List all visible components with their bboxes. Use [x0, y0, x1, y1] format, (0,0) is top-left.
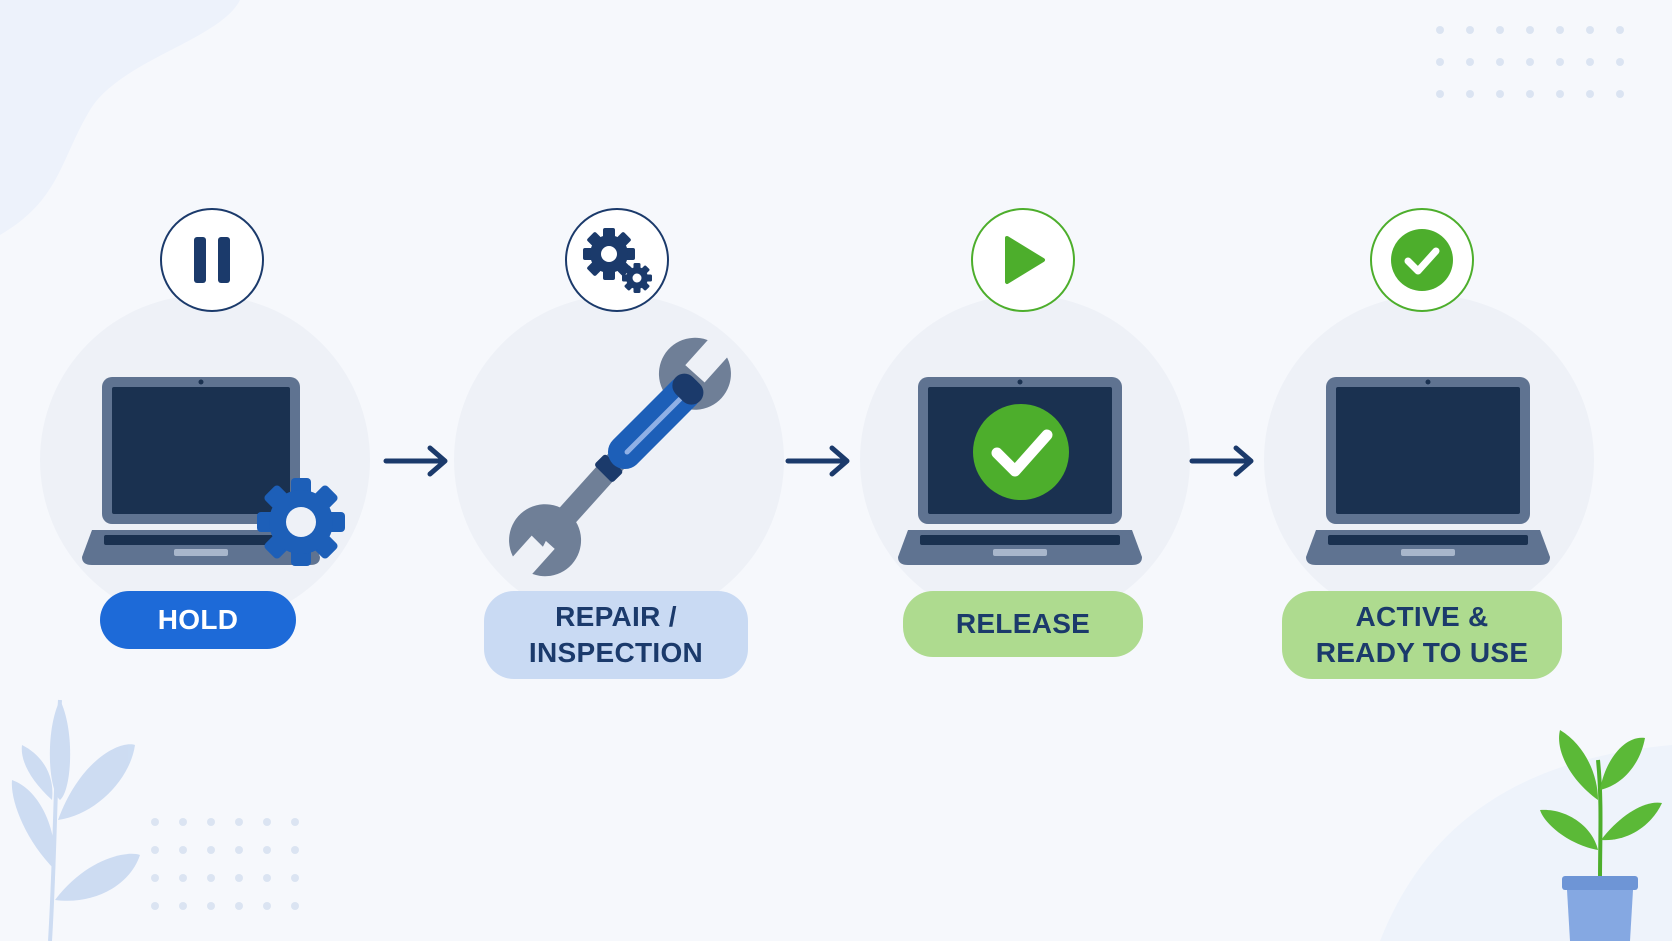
stage-label-pill: ACTIVE & READY TO USE	[1282, 591, 1562, 679]
stage-label-line-2: READY TO USE	[1315, 637, 1529, 668]
stage-label-line-1: REPAIR /	[555, 601, 677, 632]
arrow-right-icon	[1189, 445, 1254, 477]
pause-icon	[194, 237, 230, 283]
potted-plant-decoration	[1540, 730, 1662, 941]
stage-label-pill: REPAIR / INSPECTION	[484, 591, 748, 679]
stage-hold: HOLD	[40, 205, 380, 725]
corner-blob-top-left	[0, 0, 240, 235]
status-badge	[565, 208, 669, 312]
check-circle-icon	[1391, 229, 1453, 291]
stage-repair-inspection: REPAIR / INSPECTION	[450, 205, 790, 725]
gear-icon	[257, 478, 345, 566]
play-icon	[1005, 236, 1045, 284]
stage-release: RELEASE	[855, 205, 1195, 725]
laptop-with-checkmark-icon	[898, 377, 1142, 565]
stage-label: HOLD	[157, 604, 239, 635]
stage-label-line-2: INSPECTION	[528, 637, 704, 668]
stage-label-pill: RELEASE	[903, 591, 1143, 657]
dot-grid-bottom-left	[151, 818, 299, 910]
laptop-icon	[1306, 377, 1550, 565]
stage-label-line-1: ACTIVE &	[1355, 601, 1489, 632]
stage-active-ready: ACTIVE & READY TO USE	[1258, 205, 1598, 725]
arrow-right-icon	[785, 445, 850, 477]
check-circle-icon	[973, 404, 1069, 500]
dot-grid-top-right	[1436, 26, 1624, 98]
laptop-with-gear-icon	[82, 377, 345, 566]
gears-icon	[583, 228, 652, 293]
wrench-and-screwdriver-icon	[503, 329, 737, 585]
status-badge	[971, 208, 1075, 312]
arrow-right-icon	[383, 445, 448, 477]
leaf-decoration-left	[11, 699, 140, 941]
status-badge	[160, 208, 264, 312]
stage-label: RELEASE	[955, 608, 1091, 639]
status-badge	[1370, 208, 1474, 312]
screwdriver-icon	[530, 373, 704, 547]
stage-label-pill: HOLD	[100, 591, 296, 649]
